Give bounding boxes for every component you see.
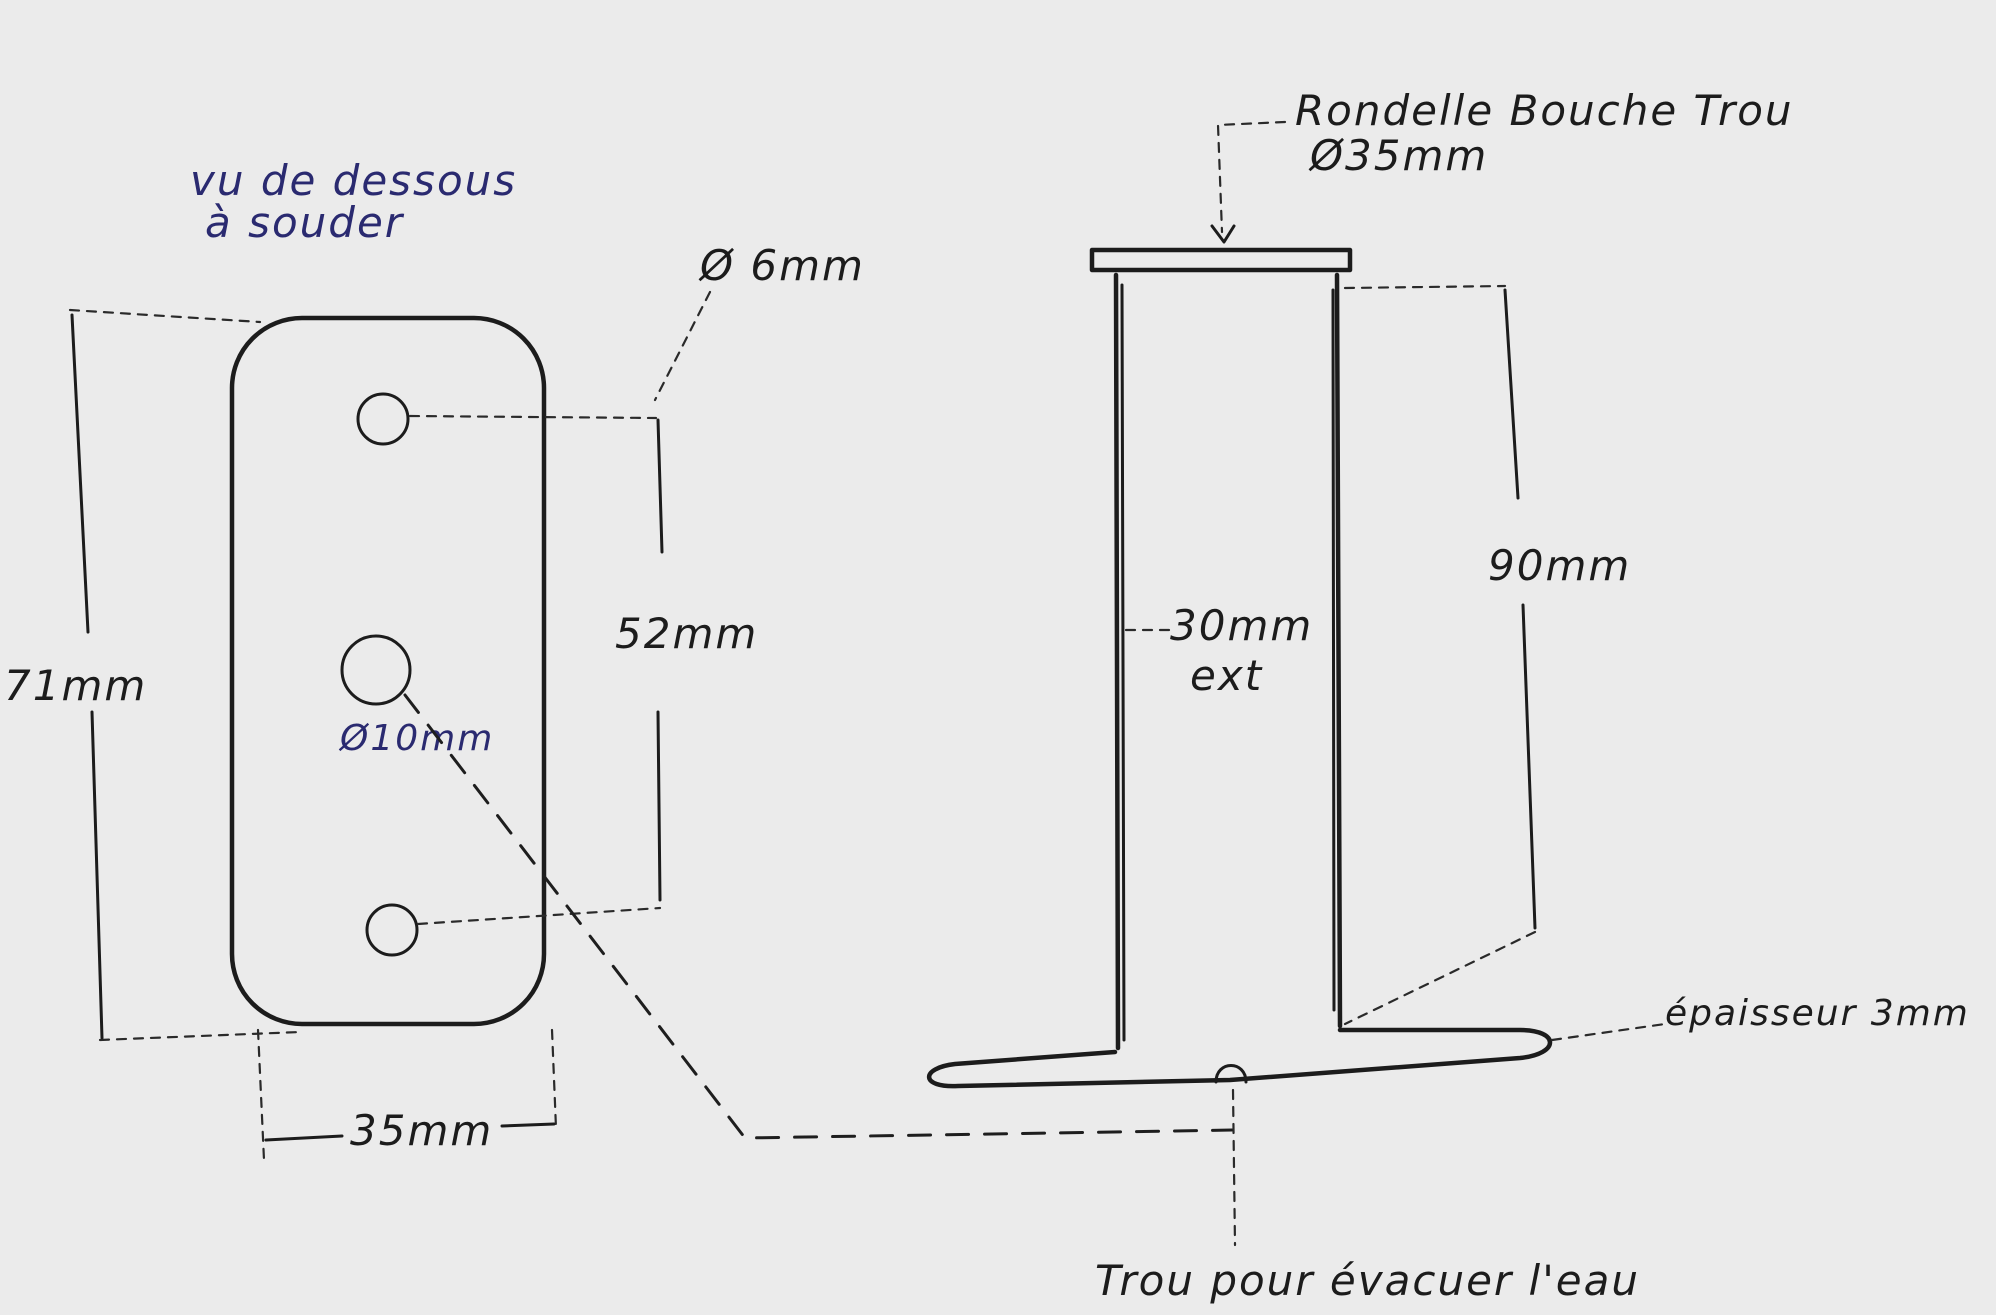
thickness-leader [1550, 1022, 1667, 1042]
washer-leader [1216, 120, 1287, 234]
hole-diameter-6-label: Ø 6mm [698, 241, 865, 290]
dimension-line-35-left [264, 1134, 344, 1142]
dimension-extension-bottom [98, 1030, 302, 1042]
side-view: Rondelle Bouche Trou Ø35mm 30mm ext 90mm… [926, 86, 1970, 1305]
tube-height-extension-top [1343, 284, 1507, 290]
base-plate-side [926, 1027, 1553, 1089]
base-plate-outline [229, 315, 547, 1027]
hole-diameter-6-leader [653, 290, 712, 402]
height-71-label: 71mm [4, 661, 147, 710]
top-washer [1089, 247, 1353, 273]
tube-height-line-lower [1521, 603, 1537, 930]
dimension-line-71-upper [70, 313, 90, 634]
tube-wall-right [1334, 272, 1343, 1029]
drain-hole-projection-leader [403, 693, 1234, 1140]
width-extension-right [550, 1028, 558, 1130]
tube-diameter-line1: 30mm [1170, 601, 1313, 650]
tube-wall-left [1113, 272, 1121, 1051]
hole-spacing-extension-top [408, 414, 658, 420]
dimension-line-35-right [500, 1122, 556, 1128]
hole-spacing-extension-bottom [416, 906, 662, 926]
mounting-hole-bottom [365, 903, 419, 957]
washer-diameter-label: Ø35mm [1308, 131, 1488, 180]
tube-wall-left-inner [1120, 283, 1126, 1042]
dimension-line-52-lower [656, 710, 662, 902]
mounting-hole-top [356, 392, 410, 446]
tube-height-label: 90mm [1488, 541, 1631, 590]
hole-diameter-10-label: Ø10mm [338, 718, 494, 759]
tube-diameter-line2: ext [1190, 651, 1263, 700]
drain-hole-center [340, 634, 412, 706]
dimension-extension-top [68, 308, 262, 324]
drain-hole-side [1214, 1064, 1248, 1084]
dimension-line-52-upper [656, 418, 664, 554]
bottom-view-title-line1: vu de dessous [190, 156, 517, 205]
washer-leader-arrowhead [1210, 224, 1236, 244]
dimension-line-71-lower [90, 710, 104, 1040]
tube-height-extension-bottom [1343, 930, 1537, 1026]
washer-label: Rondelle Bouche Trou [1295, 86, 1794, 135]
width-35-label: 35mm [350, 1106, 493, 1155]
width-extension-left [256, 1028, 266, 1162]
tube-wall-right-inner [1331, 288, 1336, 1012]
drain-hole-label: Trou pour évacuer l'eau [1095, 1256, 1640, 1305]
bottom-view: vu de dessous à souder 71mm 52mm 35mm Ø … [4, 156, 865, 1162]
hole-spacing-52-label: 52mm [615, 609, 758, 658]
bottom-view-title-line2: à souder [205, 198, 405, 247]
drain-hole-leader-vertical [1231, 1088, 1237, 1247]
thickness-label: épaisseur 3mm [1665, 993, 1970, 1034]
tube-height-line-upper [1503, 288, 1520, 500]
